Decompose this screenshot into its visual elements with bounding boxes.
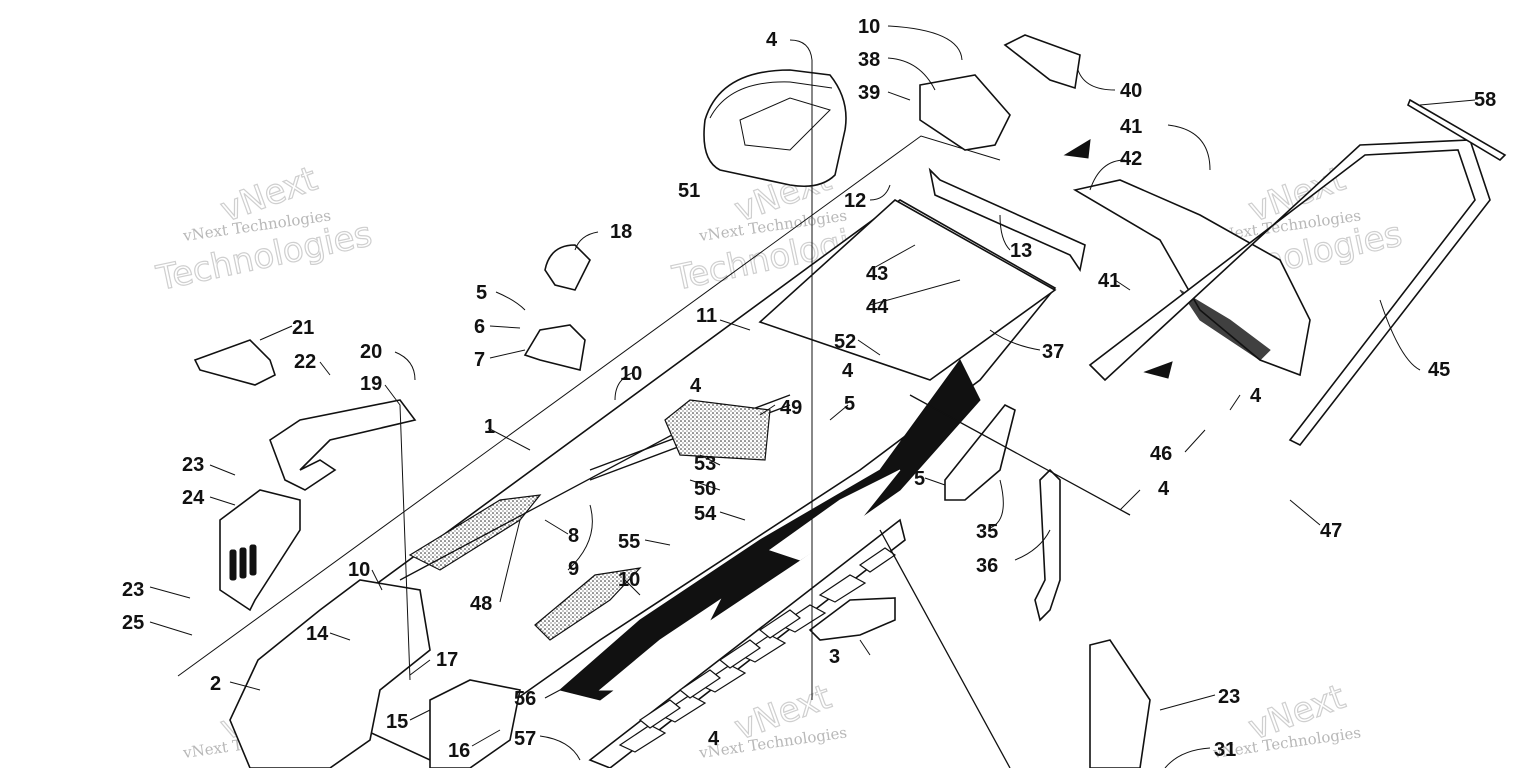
callout-53: 53 bbox=[694, 453, 716, 475]
callout-41: 41 bbox=[1098, 270, 1120, 292]
callout-22: 22 bbox=[294, 351, 316, 373]
part-18-cap bbox=[544, 244, 591, 291]
callout-47: 47 bbox=[1320, 520, 1342, 542]
callout-17: 17 bbox=[436, 649, 458, 671]
part-40-cap bbox=[1003, 34, 1081, 90]
callout-23: 23 bbox=[1218, 686, 1240, 708]
callout-4: 4 bbox=[842, 360, 854, 382]
callout-2: 2 bbox=[210, 673, 221, 695]
leader-lines bbox=[149, 25, 1476, 768]
callout-labels: 1 2 3 4 4 4 4 4 4 5 5 5 6 7 8 9 10 10 10… bbox=[122, 16, 1496, 762]
part-24-vent-bracket bbox=[219, 489, 301, 612]
callout-19: 19 bbox=[360, 373, 382, 395]
callout-16: 16 bbox=[448, 740, 470, 762]
callout-3: 3 bbox=[829, 646, 840, 668]
callout-57: 57 bbox=[514, 728, 536, 750]
callout-31: 31 bbox=[1214, 739, 1236, 761]
callout-43: 43 bbox=[866, 263, 888, 285]
part-51-seat-pad bbox=[703, 69, 847, 188]
callout-23: 23 bbox=[122, 579, 144, 601]
part-49-grip-pad bbox=[664, 399, 771, 461]
callout-12: 12 bbox=[844, 190, 866, 212]
part-42-tail-light bbox=[1072, 179, 1311, 377]
callout-58: 58 bbox=[1474, 89, 1496, 111]
callout-10: 10 bbox=[620, 363, 642, 385]
part-19-handle bbox=[269, 399, 417, 491]
callout-4: 4 bbox=[708, 728, 720, 750]
callout-38: 38 bbox=[858, 49, 880, 71]
callout-1: 1 bbox=[484, 416, 495, 438]
callout-23: 23 bbox=[182, 454, 204, 476]
part-38-housing bbox=[919, 74, 1011, 151]
callout-46: 46 bbox=[1150, 443, 1172, 465]
callout-25: 25 bbox=[122, 612, 144, 634]
part-3-bracket bbox=[808, 597, 896, 641]
part-45-bumper bbox=[1088, 139, 1491, 447]
part-7-mount bbox=[523, 324, 586, 371]
callout-10: 10 bbox=[618, 569, 640, 591]
callout-52: 52 bbox=[834, 331, 856, 353]
callout-45: 45 bbox=[1428, 359, 1450, 381]
callout-7: 7 bbox=[474, 349, 485, 371]
callout-48: 48 bbox=[470, 593, 492, 615]
callout-55: 55 bbox=[618, 531, 640, 553]
part-31-plate bbox=[1089, 639, 1151, 768]
arrow-icon bbox=[1143, 361, 1173, 379]
callout-6: 6 bbox=[474, 316, 485, 338]
callout-44: 44 bbox=[866, 296, 889, 318]
callout-20: 20 bbox=[360, 341, 382, 363]
part-58-strip bbox=[1407, 98, 1507, 162]
callout-37: 37 bbox=[1042, 341, 1064, 363]
arrow-icon bbox=[1063, 139, 1091, 159]
callout-24: 24 bbox=[182, 487, 205, 509]
part-13-bracket bbox=[928, 167, 1086, 273]
callout-4: 4 bbox=[766, 29, 778, 51]
callout-49: 49 bbox=[780, 397, 802, 419]
callout-14: 14 bbox=[306, 623, 329, 645]
callout-8: 8 bbox=[568, 525, 579, 547]
callout-18: 18 bbox=[610, 221, 632, 243]
callout-4: 4 bbox=[1250, 385, 1262, 407]
callout-51: 51 bbox=[678, 180, 700, 202]
callout-11: 11 bbox=[696, 305, 717, 327]
chassis-frame bbox=[177, 135, 1057, 768]
callout-5: 5 bbox=[844, 393, 855, 415]
callout-4: 4 bbox=[690, 375, 702, 397]
callout-39: 39 bbox=[858, 82, 880, 104]
callout-50: 50 bbox=[694, 478, 716, 500]
part-21-pad bbox=[193, 339, 276, 386]
callout-15: 15 bbox=[386, 711, 408, 733]
callout-21: 21 bbox=[292, 317, 314, 339]
callout-41: 41 bbox=[1120, 116, 1142, 138]
callout-40: 40 bbox=[1120, 80, 1142, 102]
callout-35: 35 bbox=[976, 521, 998, 543]
callout-5: 5 bbox=[914, 468, 925, 490]
callout-5: 5 bbox=[476, 282, 487, 304]
callout-42: 42 bbox=[1120, 148, 1142, 170]
callout-10: 10 bbox=[858, 16, 880, 38]
callout-10: 10 bbox=[348, 559, 370, 581]
callout-54: 54 bbox=[694, 503, 717, 525]
callout-56: 56 bbox=[514, 688, 536, 710]
callout-9: 9 bbox=[568, 558, 579, 580]
part-35-panel bbox=[944, 403, 1016, 501]
callout-4: 4 bbox=[1158, 478, 1170, 500]
callout-36: 36 bbox=[976, 555, 998, 577]
callout-13: 13 bbox=[1010, 240, 1032, 262]
